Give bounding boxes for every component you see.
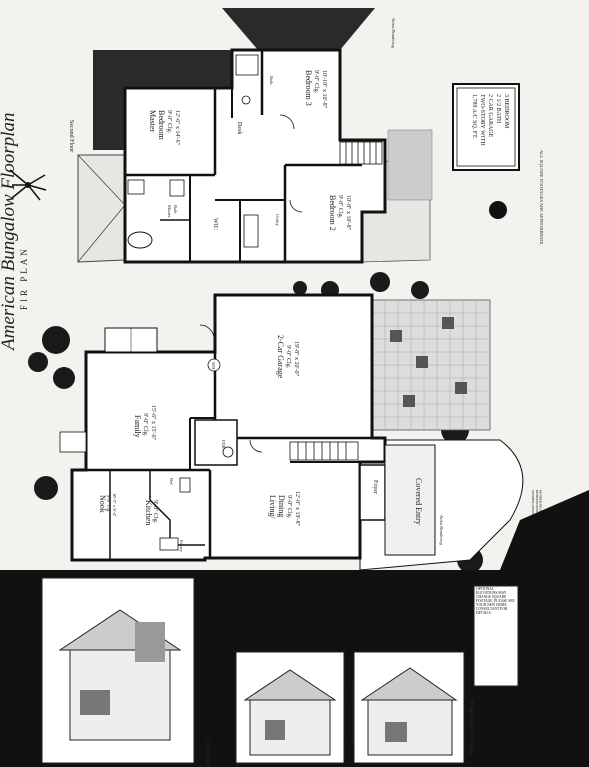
driveway-pavers (371, 299, 491, 431)
bathtub-icon (127, 231, 153, 249)
svg-text:10'-10" x 10'-8": 10'-10" x 10'-8" (321, 70, 327, 109)
spec-line-4: TWO-STORY WITH (479, 94, 485, 146)
svg-text:19'-8" x 20'-0": 19'-8" x 20'-0" (293, 341, 299, 377)
covered-entry-label: Covered Entry (414, 478, 423, 525)
stairs-upper (339, 141, 383, 165)
pdr-label: PDR (221, 440, 226, 449)
svg-text:Master: Master (167, 205, 172, 218)
elevation-alt-2-label: N (optional elevation) (468, 700, 475, 755)
bedroom-3-label: Bedroom 3 9'-0" Clg. 10'-10" x 10'-8" (304, 70, 327, 109)
specs-box: 3 BEDROOM 2 1/2 BATH 2 CAR GARAGE TWO-ST… (452, 83, 544, 245)
second-floor-plan: Second Floor Artist Rendering (68, 8, 433, 264)
elevations-strip: SPANISH ATE (optional elevation) N (opti… (41, 577, 519, 766)
svg-text:9'-0" Clg.: 9'-0" Clg. (337, 195, 343, 219)
bath-label: Bath (269, 76, 274, 85)
svg-text:Kitchen: Kitchen (144, 500, 153, 525)
svg-text:10'-3" x 8'-4": 10'-3" x 8'-4" (112, 493, 117, 517)
kitchen-label: Kitchen 9'-0" Clg. (144, 500, 158, 525)
palm-logo-icon (9, 169, 47, 201)
svg-text:12'-0" x 19'-8": 12'-0" x 19'-8" (294, 491, 300, 527)
svg-text:Family: Family (133, 415, 142, 438)
compass-icon (489, 201, 507, 219)
utility-label: Utility (275, 214, 280, 227)
svg-text:Bedroom 3: Bedroom 3 (304, 70, 313, 106)
living-dining-label: Living/ Dining 9'-0" Clg. 12'-0" x 19'-8… (268, 491, 300, 527)
bedroom-2-label: Bedroom 2 9'-0" Clg. 10'-8" x 10'-8" (328, 195, 351, 231)
wh-label: WH (211, 362, 216, 370)
svg-text:2-Car Garage: 2-Car Garage (276, 335, 285, 379)
svg-text:Living/: Living/ (268, 495, 277, 519)
svg-text:15'-6" x 15'-6": 15'-6" x 15'-6" (150, 405, 156, 441)
stairs-lower (289, 441, 359, 461)
svg-text:12'-6" x 14'-6": 12'-6" x 14'-6" (174, 110, 180, 146)
roof-top-right (222, 8, 375, 50)
master-bath-label: Master Bath (167, 205, 178, 218)
svg-text:9'-0" Clg.: 9'-0" Clg. (285, 345, 291, 369)
ref-label: Ref. (169, 478, 174, 486)
svg-text:Dining: Dining (277, 495, 286, 517)
plan-title: American Bungalow Floorplan (0, 113, 19, 352)
nook-label: Nook 9'-0" Clg. 10'-3" x 8'-4" (98, 493, 117, 517)
svg-text:9'-0" Clg.: 9'-0" Clg. (313, 70, 319, 94)
artist-note-bottom: Artist Rendering (439, 514, 444, 546)
elevation-note-box (473, 585, 519, 687)
floor-label: Second Floor (68, 120, 74, 152)
spec-line-1: 3 BEDROOM (503, 94, 509, 129)
svg-text:Nook: Nook (98, 495, 107, 513)
toilet-icon (241, 95, 251, 105)
elevation-spanish-label: SPANISH (204, 740, 210, 766)
svg-text:Bedroom: Bedroom (157, 110, 166, 141)
roof-top-left (93, 50, 232, 150)
svg-text:9'-0" Clg.: 9'-0" Clg. (142, 413, 148, 437)
svg-text:9'-0" Clg.: 9'-0" Clg. (286, 495, 292, 519)
svg-text:9'-0" Clg.: 9'-0" Clg. (166, 110, 172, 134)
garage-label: 2-Car Garage 9'-0" Clg. 19'-8" x 20'-0" (276, 335, 299, 379)
spec-line-5: 1,789 A/C SQ. FT. (471, 94, 477, 139)
svg-text:9'-0" Clg.: 9'-0" Clg. (152, 500, 158, 524)
plan-subtitle: FIR PLAN (19, 246, 29, 310)
svg-text:10'-8" x 10'-8": 10'-8" x 10'-8" (345, 195, 351, 231)
svg-text:Bath: Bath (173, 205, 178, 214)
title-block: American Bungalow Floorplan FIR PLAN (0, 113, 29, 352)
svg-text:Master: Master (148, 110, 157, 133)
artist-note-top: Artist Rendering (391, 17, 396, 49)
disclaimer-text: RENDERINGS AND FLOORPLANS IN THIS BROCHU… (530, 490, 543, 761)
elevation-note: OPTIONAL ELEVATIONS MAY CHANGE SQUARE FO… (476, 587, 515, 615)
foyer-label: Foyer (372, 480, 378, 494)
pantry-label: Pantry (179, 540, 184, 552)
wic-label: WIC (212, 218, 218, 230)
family-label: Family 9'-0" Clg. 15'-6" x 15'-6" (133, 405, 156, 441)
footage-note: ALL SQUARE FOOTAGES ARE APPROXIMATE. (539, 150, 544, 245)
master-bedroom-label: Master Bedroom 9'-0" Clg. 12'-6" x 14'-6… (148, 110, 180, 146)
spec-line-2: 2 1/2 BATH (495, 94, 501, 124)
desk-label: Desk (236, 122, 242, 134)
spec-line-3: 2 CAR GARAGE (487, 94, 493, 138)
svg-text:9'-0" Clg.: 9'-0" Clg. (106, 495, 111, 512)
svg-text:Bedroom 2: Bedroom 2 (328, 195, 337, 231)
